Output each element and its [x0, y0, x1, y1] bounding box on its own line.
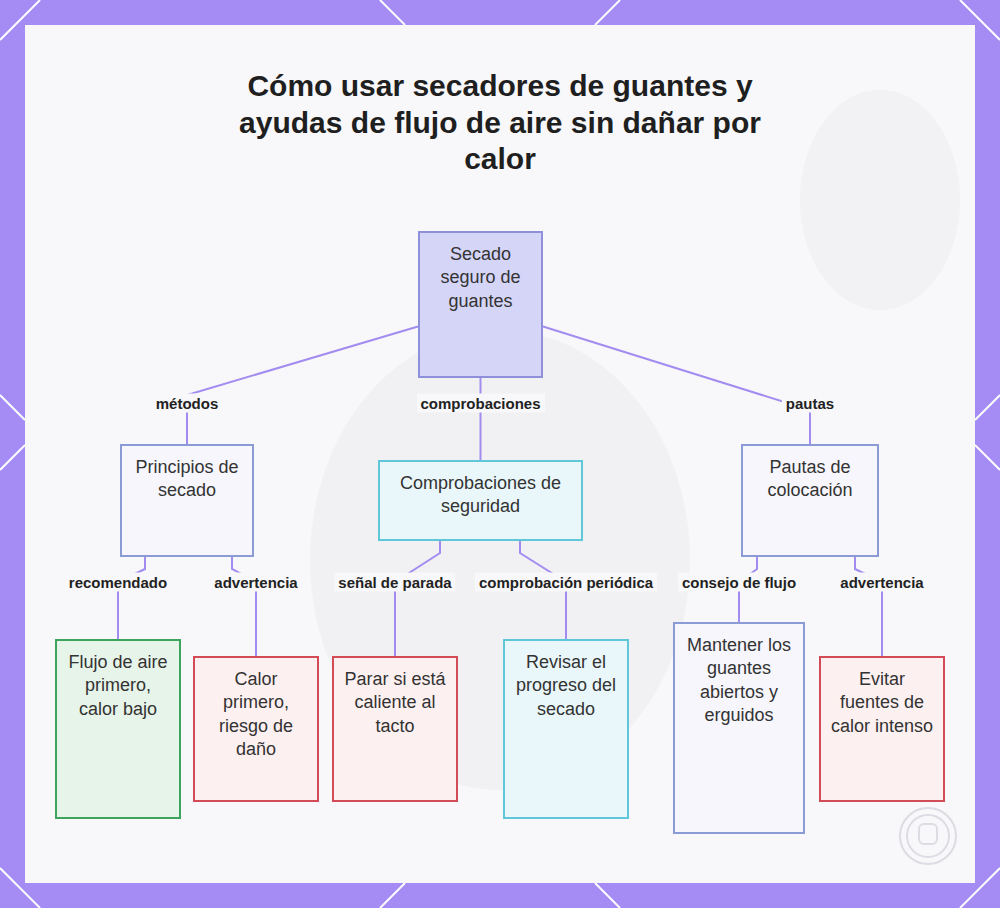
edge-label: comprobaciones — [416, 394, 544, 413]
node-text: Comprobaciones de seguridad — [388, 472, 573, 519]
node-text: Evitar fuentes de calor intenso — [829, 668, 935, 738]
node-text: Calor primero, riesgo de daño — [203, 668, 309, 762]
warning-box: Calor primero, riesgo de daño — [193, 656, 319, 802]
node-text: Revisar el progreso del secado — [513, 651, 619, 721]
root-box: Secado seguro de guantes — [418, 231, 543, 378]
connector-line — [543, 327, 810, 444]
edge-label: advertencia — [836, 573, 927, 592]
edge-label: comprobación periódica — [475, 573, 657, 592]
connector-line — [187, 327, 418, 444]
category-box: Pautas de colocación — [741, 444, 879, 557]
node-text: Mantener los guantes abiertos y erguidos — [683, 634, 795, 728]
warning-box: Parar si está caliente al tacto — [332, 656, 458, 802]
edge-label: métodos — [152, 394, 223, 413]
node-text: Parar si está caliente al tacto — [342, 668, 448, 738]
edge-label: señal de parada — [334, 573, 455, 592]
edge-label: pautas — [782, 394, 838, 413]
edge-label: recomendado — [65, 573, 171, 592]
check-box: Revisar el progreso del secado — [503, 639, 629, 819]
recommendation-box: Flujo de aire primero, calor bajo — [55, 639, 181, 819]
category-box: Comprobaciones de seguridad — [378, 460, 583, 541]
category-box: Principios de secado — [120, 444, 254, 557]
node-text: Pautas de colocación — [751, 456, 869, 503]
warning-box: Evitar fuentes de calor intenso — [819, 656, 945, 802]
node-text: Secado seguro de guantes — [428, 243, 533, 313]
background-blur — [310, 90, 960, 790]
connector-line — [395, 541, 440, 656]
connector-line — [118, 557, 145, 639]
node-text: Flujo de aire primero, calor bajo — [65, 651, 171, 721]
page-ground — [25, 25, 975, 883]
edge-label: advertencia — [210, 573, 301, 592]
diagram-title: Cómo usar secadores de guantes y ayudas … — [200, 68, 800, 178]
edge-label: consejo de flujo — [678, 573, 800, 592]
node-text: Principios de secado — [130, 456, 244, 503]
corner-logo — [900, 808, 956, 864]
connector-line — [480, 378, 482, 460]
tip-box: Mantener los guantes abiertos y erguidos — [673, 622, 805, 834]
